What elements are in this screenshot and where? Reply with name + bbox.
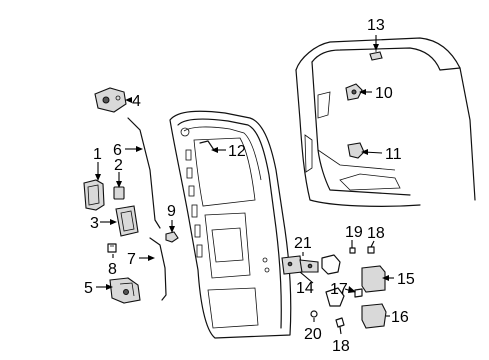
callout-9: 9 [167, 203, 176, 220]
cab-body-opening [295, 37, 476, 207]
callout-2: 2 [114, 157, 123, 174]
callout-18-upper: 18 [367, 225, 385, 242]
hinge-screw-upper [367, 246, 375, 254]
callout-10: 10 [375, 85, 393, 102]
hinge-nut [349, 247, 356, 254]
callout-17: 17 [330, 281, 348, 298]
rod-clip [107, 243, 117, 253]
leader-arrowheads [95, 44, 389, 293]
callout-5: 5 [84, 280, 93, 297]
callout-6: 6 [113, 142, 122, 159]
hinge-washer [310, 310, 318, 318]
callout-15: 15 [397, 271, 415, 288]
callout-19: 19 [345, 224, 363, 241]
callout-20: 20 [304, 326, 322, 343]
callout-12: 12 [228, 143, 246, 160]
hinge-bolt [354, 288, 363, 298]
lower-hinge-body-side [361, 303, 387, 329]
inside-handle-bezel [115, 205, 139, 237]
hinge-screw-lower [335, 317, 345, 328]
callout-18-lower: 18 [332, 338, 350, 355]
lower-latch-rod [149, 237, 167, 301]
callout-labels: 1 2 3 4 5 6 7 8 9 10 11 12 13 14 15 16 1… [84, 17, 415, 355]
callout-3: 3 [90, 215, 99, 232]
lock-actuator [94, 87, 127, 113]
callout-11: 11 [385, 146, 402, 163]
callout-7: 7 [127, 251, 136, 268]
door-latch [109, 277, 141, 304]
callout-13: 13 [367, 17, 385, 34]
callout-1: 1 [93, 146, 102, 163]
outside-handle [83, 179, 105, 211]
handle-bracket [113, 186, 125, 200]
upper-lock-rod [127, 117, 161, 229]
rear-door-panel [169, 110, 292, 339]
weatherstrip-clip [199, 140, 215, 151]
door-check-bracket [347, 142, 365, 159]
upper-hinge [281, 255, 319, 275]
lower-hinge-strap [325, 287, 345, 307]
hinge-pin-bracket [321, 254, 341, 275]
striker-bolt [345, 83, 363, 101]
callout-8: 8 [108, 261, 117, 278]
callout-16: 16 [391, 309, 409, 326]
callout-14: 14 [296, 280, 314, 297]
callout-4: 4 [132, 93, 141, 110]
rod-retainer [165, 231, 179, 243]
lower-hinge-door-side [361, 265, 386, 293]
callout-21: 21 [294, 235, 312, 252]
